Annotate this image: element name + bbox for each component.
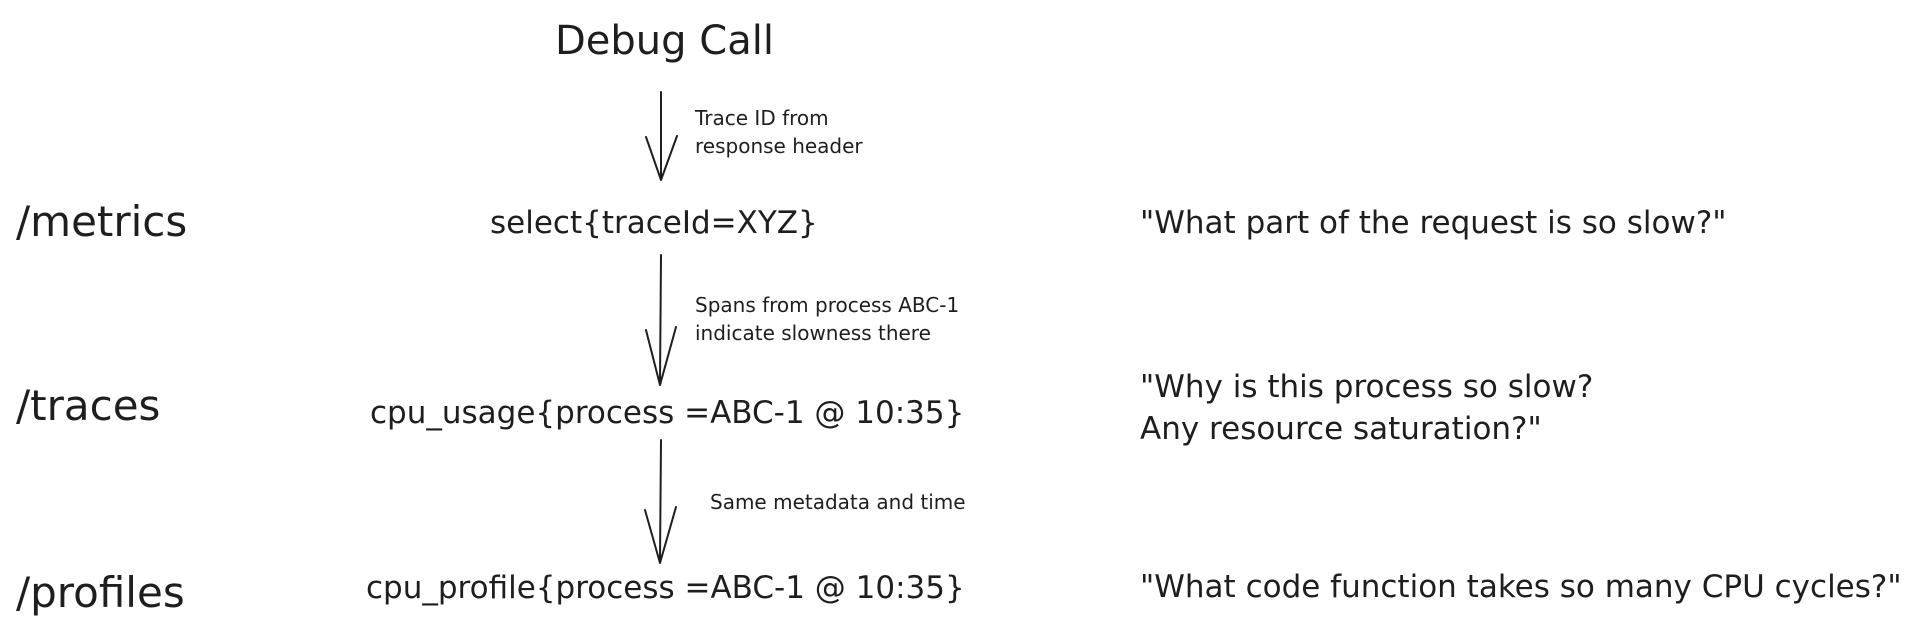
edge-label-trace-id: Trace ID from response header [695, 104, 863, 160]
question-metrics: "What part of the request is so slow?" [1140, 202, 1727, 244]
query-metrics: select{traceId=XYZ} [490, 205, 818, 241]
diagram-title: Debug Call [555, 18, 774, 64]
endpoint-metrics: /metrics [16, 197, 188, 246]
question-line: "What part of the request is so slow?" [1140, 205, 1727, 241]
edge-label-line: Spans from process ABC-1 [695, 293, 960, 317]
edge-label-line: indicate slowness there [695, 321, 931, 345]
question-profiles: "What code function takes so many CPU cy… [1140, 566, 1902, 608]
endpoint-traces: /traces [16, 381, 161, 430]
arrow-title-to-metrics [645, 91, 678, 181]
edge-label-metadata: Same metadata and time [710, 488, 966, 516]
question-line: "Why is this process so slow? [1140, 369, 1594, 405]
endpoint-profiles: /profiles [16, 568, 185, 617]
question-line: "What code function takes so many CPU cy… [1140, 569, 1902, 605]
question-traces: "Why is this process so slow? Any resour… [1140, 366, 1593, 450]
question-line: Any resource saturation?" [1140, 411, 1542, 447]
query-profiles: cpu_profile{process =ABC-1 @ 10:35} [366, 570, 965, 606]
edge-label-line: Same metadata and time [710, 490, 966, 514]
arrow-traces-to-profiles [644, 439, 677, 564]
arrow-metrics-to-traces [645, 254, 677, 386]
query-traces: cpu_usage{process =ABC-1 @ 10:35} [370, 395, 965, 431]
edge-label-spans: Spans from process ABC-1 indicate slowne… [695, 291, 959, 347]
edge-label-line: Trace ID from [695, 106, 829, 130]
edge-label-line: response header [695, 134, 863, 158]
